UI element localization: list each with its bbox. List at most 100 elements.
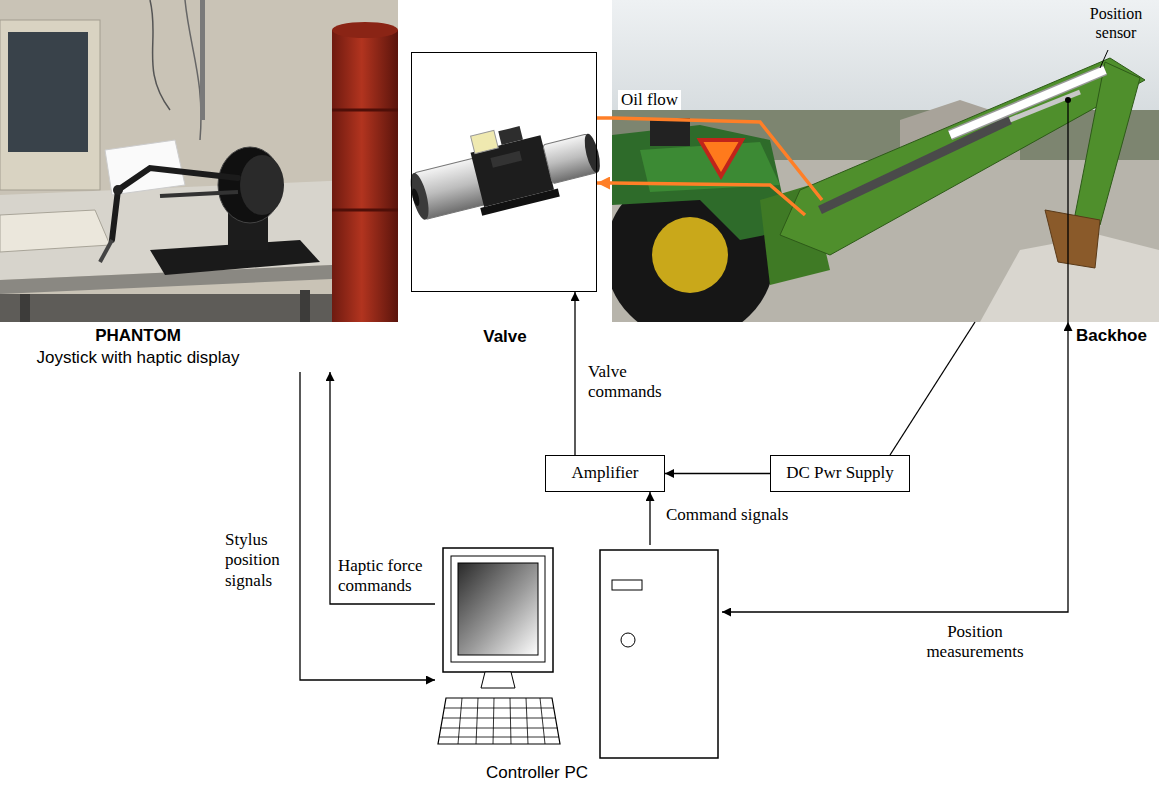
oil-flow-line: [597, 181, 612, 185]
text-holder: Oil flow: [618, 90, 698, 110]
caption-label: Controller PC: [467, 763, 607, 783]
caption-label: PHANTOM: [0, 326, 276, 346]
backhoe-photo: [950, 70, 1105, 135]
caption-label: Backhoe: [1076, 326, 1156, 346]
callout-label: Position sensor: [1080, 4, 1152, 42]
computer-drawing: [443, 548, 553, 672]
signal-label: Oil flow: [618, 90, 681, 110]
caption-label: Joystick with haptic display: [0, 348, 276, 368]
text-holder: Valve: [460, 327, 550, 347]
phantom-photo: [0, 0, 398, 322]
backhoe-photo: [1045, 210, 1100, 268]
backhoe-photo: [950, 70, 1105, 135]
text-holder: DC Pwr Supply: [786, 463, 894, 483]
phantom-photo: [332, 109, 398, 112]
valve-photo: [402, 52, 607, 292]
phantom-photo: [332, 30, 398, 322]
signal-label: Position measurements: [915, 622, 1035, 663]
phantom-photo: [200, 0, 205, 120]
valve-frame: Valve: [411, 52, 597, 292]
backhoe-photo: [612, 183, 805, 215]
text-holder: PHANTOM: [0, 326, 276, 346]
phantom-photo: [112, 168, 238, 240]
photo-panel: Backhoe: [612, 0, 1159, 322]
phantom-photo: [105, 140, 185, 195]
signal-arrow: [665, 473, 770, 474]
phantom-photo: [8, 32, 88, 152]
backhoe-photo: [1100, 50, 1108, 68]
text-holder: Position sensor: [1080, 4, 1152, 42]
valve-photo: [582, 132, 603, 174]
backhoe-photo: [612, 0, 1159, 322]
valve-photo: [480, 189, 560, 216]
signal-label: Command signals: [666, 505, 806, 525]
signal-label: Haptic force commands: [338, 556, 434, 597]
phantom-photo: [113, 185, 123, 195]
backhoe-photo: [1075, 62, 1140, 225]
phantom-photo: [300, 290, 310, 322]
phantom-photo: [332, 22, 398, 38]
signal-arrow: [574, 292, 575, 455]
computer-drawing: [451, 556, 545, 662]
phantom-photo: [160, 192, 238, 196]
text-holder: Backhoe: [1076, 326, 1156, 346]
backhoe-photo: [820, 120, 1010, 210]
signal-arrow: [330, 372, 435, 604]
valve-photo: [498, 126, 523, 145]
signal-label: Valve commands: [588, 362, 688, 403]
phantom-photo: [0, 0, 398, 322]
caption-label: Valve: [460, 327, 550, 347]
phantom-photo: [0, 20, 100, 190]
phantom-photo: [185, 0, 201, 140]
computer-drawing: [438, 698, 560, 744]
text-holder: Position measurements: [915, 622, 1035, 663]
phantom-photo: [150, 0, 170, 110]
valve-photo: [471, 130, 499, 153]
text-holder: Joystick with haptic display: [0, 348, 276, 368]
oil-flow-line: [597, 116, 612, 120]
backhoe-photo: [1065, 97, 1071, 103]
backhoe-photo: [650, 118, 690, 146]
computer-drawing: [600, 550, 718, 758]
phantom-photo: [0, 210, 110, 252]
computer-station: Controller PC: [435, 545, 722, 790]
text-holder: Haptic force commands: [338, 556, 434, 597]
box-label: Amplifier: [571, 463, 638, 483]
valve-photo: [411, 188, 421, 207]
backhoe-photo: [700, 140, 742, 176]
text-holder: Valve commands: [588, 362, 688, 403]
text-holder: Controller PC: [467, 763, 607, 783]
backhoe-photo: [1067, 100, 1068, 322]
signal-arrow: [722, 322, 1068, 612]
backhoe-photo: [652, 217, 728, 293]
box-label: DC Pwr Supply: [786, 463, 894, 483]
signal-arrow: [890, 322, 975, 455]
phantom-photo: [332, 209, 398, 212]
phantom-photo: [20, 294, 30, 322]
computer-drawing: [612, 580, 642, 590]
computer-drawing: [621, 633, 635, 647]
process-box: Amplifier: [545, 455, 665, 492]
phantom-photo: [240, 155, 284, 215]
signal-label: Stylus position signals: [225, 530, 295, 591]
photo-panel: PHANTOMJoystick with haptic display: [0, 0, 398, 372]
phantom-photo: [100, 240, 112, 262]
signal-arrow: [300, 372, 435, 680]
text-holder: Command signals: [666, 505, 806, 525]
signal-arrow: [649, 492, 650, 545]
valve-photo: [402, 107, 607, 231]
computer-drawing: [458, 563, 538, 655]
text-holder: Stylus position signals: [225, 530, 295, 591]
computer-drawing: [438, 548, 718, 758]
process-box: DC Pwr Supply: [770, 455, 910, 492]
computer-drawing: [481, 672, 515, 688]
backhoe-photo: [612, 118, 822, 200]
valve-photo: [490, 151, 522, 168]
valve-photo: [411, 52, 597, 292]
computer-drawing: [439, 698, 559, 744]
text-holder: Amplifier: [571, 463, 638, 483]
